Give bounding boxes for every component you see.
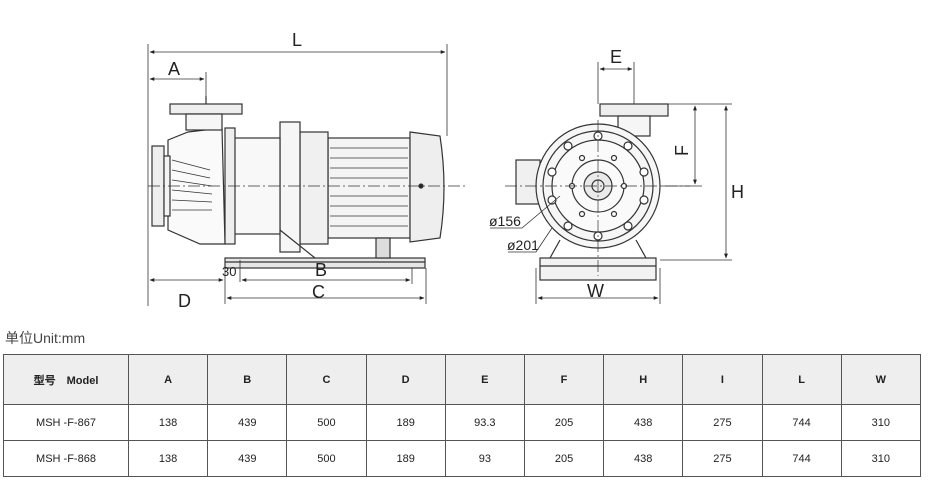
table-row: MSH -F-867 138 439 500 189 93.3 205 438 … <box>3 404 922 441</box>
cell-i: 275 <box>682 440 763 477</box>
dim-label-F: F <box>672 145 692 156</box>
header-l: L <box>761 354 842 405</box>
header-f: F <box>523 354 605 405</box>
dim-label-L: L <box>292 30 302 50</box>
dim-label-offset: 30 <box>222 264 236 279</box>
cell-i: 275 <box>682 404 763 441</box>
cell-f: 205 <box>523 440 605 477</box>
cell-model: MSH -F-867 <box>3 404 129 441</box>
dim-label-W: W <box>587 281 604 301</box>
front-view-dimensions <box>490 62 732 304</box>
cell-d: 189 <box>365 440 446 477</box>
header-e: E <box>444 354 525 405</box>
cell-b: 439 <box>207 404 288 441</box>
dim-label-dia-156: ø156 <box>489 213 521 229</box>
cell-c: 500 <box>286 404 367 441</box>
table-row: MSH -F-868 138 439 500 189 93 205 438 27… <box>3 440 922 477</box>
cell-h: 438 <box>603 404 684 441</box>
table-header-row: 型号 Model A B C D E F H I L W <box>3 354 922 405</box>
dim-label-E: E <box>610 47 622 67</box>
header-w: W <box>840 354 922 405</box>
cell-w: 310 <box>840 404 922 441</box>
cell-w: 310 <box>840 440 922 477</box>
cell-a: 138 <box>127 440 209 477</box>
header-i: I <box>682 354 763 405</box>
header-b: B <box>207 354 288 405</box>
header-c: C <box>286 354 367 405</box>
dim-label-dia-201: ø201 <box>507 237 539 253</box>
cell-f: 205 <box>523 404 605 441</box>
header-h: H <box>603 354 684 405</box>
cell-e: 93 <box>444 440 525 477</box>
cell-model: MSH -F-868 <box>3 440 129 477</box>
dim-label-D: D <box>178 291 191 311</box>
dim-label-H: H <box>731 182 744 202</box>
cell-a: 138 <box>127 404 209 441</box>
cell-e: 93.3 <box>444 404 525 441</box>
cell-d: 189 <box>365 404 446 441</box>
technical-drawing: L A 30 B D C <box>147 30 744 311</box>
spec-table: 型号 Model A B C D E F H I L W MSH -F-867 … <box>3 354 922 477</box>
unit-label: 单位Unit:mm <box>5 330 86 346</box>
cell-l: 744 <box>761 404 842 441</box>
side-view-dimensions <box>147 44 448 306</box>
cell-c: 500 <box>286 440 367 477</box>
dim-label-B: B <box>315 260 327 280</box>
side-view-pump <box>148 96 466 269</box>
front-view-pump <box>505 103 690 281</box>
dim-label-A: A <box>168 59 180 79</box>
header-d: D <box>365 354 446 405</box>
cell-b: 439 <box>207 440 288 477</box>
header-model: 型号 Model <box>3 354 129 405</box>
cell-h: 438 <box>603 440 684 477</box>
cell-l: 744 <box>761 440 842 477</box>
header-a: A <box>127 354 209 405</box>
dim-label-C: C <box>312 282 325 302</box>
